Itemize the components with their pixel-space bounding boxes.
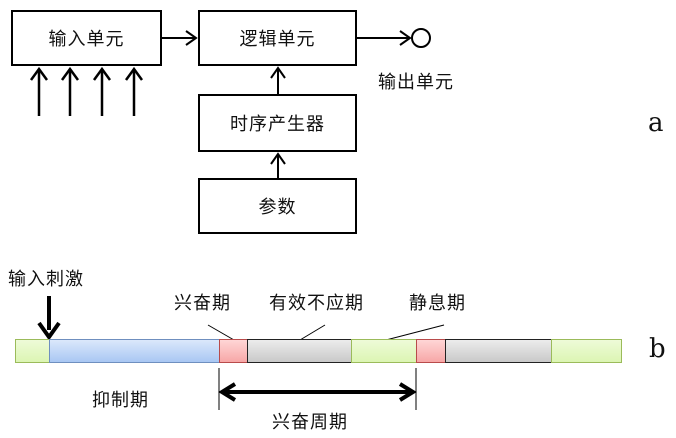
arrow-logic-to-output xyxy=(357,30,412,46)
parameters-label: 参数 xyxy=(258,197,297,218)
leader-excitation xyxy=(207,324,235,341)
parameters-block: 参数 xyxy=(198,178,357,234)
panel-a-letter: a xyxy=(648,108,664,138)
segment-excitation xyxy=(416,339,446,363)
segment-resting xyxy=(551,339,622,363)
excitation-label: 兴奋期 xyxy=(174,293,231,314)
segment-excitation xyxy=(219,339,248,363)
output-node-icon xyxy=(411,28,431,48)
segment-resting xyxy=(15,339,50,363)
input-arrow xyxy=(124,66,144,116)
stimulus-label: 输入刺激 xyxy=(8,269,84,290)
segment-effective-refractory xyxy=(445,339,552,363)
resting-label: 静息期 xyxy=(409,293,466,314)
timing-generator-block: 时序产生器 xyxy=(198,94,357,152)
stimulus-arrow xyxy=(37,296,61,341)
input-arrows xyxy=(29,66,144,116)
input-arrow xyxy=(60,66,80,116)
leader-resting xyxy=(385,324,445,341)
logic-unit-label: 逻辑单元 xyxy=(239,29,316,50)
leader-effective-refractory xyxy=(299,324,326,341)
input-arrow xyxy=(29,66,49,116)
logic-unit-block: 逻辑单元 xyxy=(198,10,357,66)
output-unit-label: 输出单元 xyxy=(378,72,454,93)
arrow-timing-to-logic xyxy=(270,66,286,94)
effective-refractory-label: 有效不应期 xyxy=(269,293,364,314)
segment-resting xyxy=(351,339,417,363)
arrow-input-to-logic xyxy=(162,30,198,46)
input-arrow xyxy=(92,66,112,116)
arrow-params-to-timing xyxy=(270,152,286,178)
excitation-cycle-label: 兴奋周期 xyxy=(272,412,348,433)
panel-b-letter: b xyxy=(649,334,666,364)
segment-inhibition xyxy=(49,339,220,363)
cycle-double-arrow xyxy=(218,382,417,402)
input-unit-label: 输入单元 xyxy=(48,29,125,50)
inhibition-label: 抑制期 xyxy=(92,390,149,411)
segment-effective-refractory xyxy=(247,339,352,363)
timing-generator-label: 时序产生器 xyxy=(230,114,325,135)
input-unit-block: 输入单元 xyxy=(11,10,162,66)
